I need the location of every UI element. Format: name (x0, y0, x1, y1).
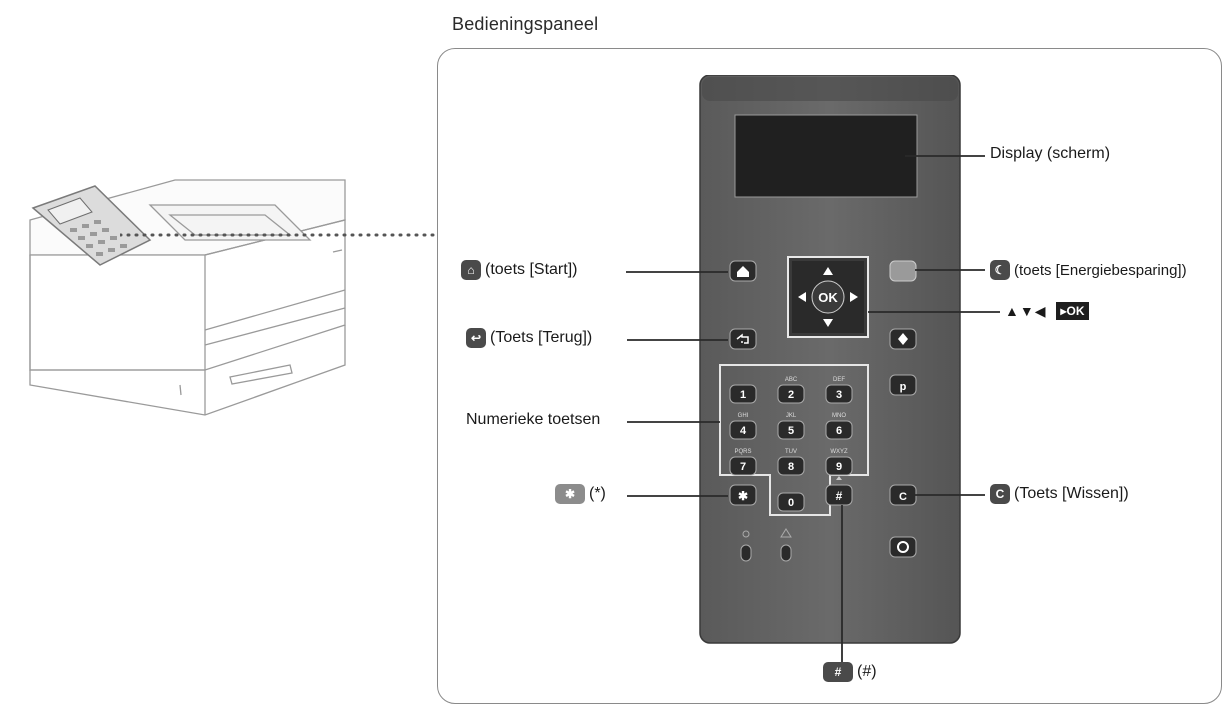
numeric-key[interactable]: 5 JKL (777, 413, 805, 440)
label-back: ↩ (Toets [Terug]) (466, 328, 592, 348)
operation-panel: OK p 1 2 ABC 3 DEF 4 GHI 5 JKL 6 MNO 7 PQRS 8 TUV 9 WXYZ… (699, 75, 961, 644)
numeric-key-letters: WXYZ (830, 449, 848, 455)
numeric-key-label: 3 (836, 389, 842, 401)
numeric-key[interactable]: 3 DEF (825, 377, 853, 404)
panel-frame (437, 48, 1222, 704)
home-button[interactable] (729, 260, 757, 282)
numeric-key[interactable]: 8 TUV (777, 449, 805, 476)
panel-title: Bedieningspaneel (452, 14, 599, 34)
numeric-key[interactable]: 4 GHI (729, 413, 757, 440)
label-start: ⌂ (toets [Start]) (461, 260, 577, 280)
arrow-pad[interactable]: OK (787, 256, 869, 338)
numeric-key-letters: JKL (786, 413, 797, 419)
numeric-key-label: 8 (788, 461, 794, 473)
numeric-key-letters: MNO (832, 413, 846, 419)
numeric-key-label: 0 (788, 497, 794, 509)
moon-icon: ☾ (990, 260, 1010, 280)
label-arrows: ▲▼◀ ▸OK (1005, 302, 1089, 320)
numeric-key-label: 4 (740, 425, 747, 437)
label-hash: # (#) (823, 662, 877, 682)
label-clear: C (Toets [Wissen]) (990, 484, 1129, 504)
back-icon: ↩ (466, 328, 486, 348)
ok-key-label: OK (818, 290, 838, 305)
svg-text:C: C (899, 491, 907, 503)
numeric-key[interactable]: 2 ABC (777, 377, 805, 404)
numeric-key-label: 7 (740, 461, 746, 473)
numeric-key-letters: DEF (833, 377, 845, 383)
dotted-connector (120, 233, 440, 237)
numeric-key[interactable]: 0 (777, 492, 805, 512)
numeric-key[interactable]: 9 WXYZ (825, 449, 853, 476)
right-key-2[interactable]: p (889, 374, 917, 396)
label-display: Display (scherm) (990, 145, 1111, 162)
hash-key[interactable]: # (825, 476, 853, 506)
display-screen (734, 114, 918, 198)
stop-key[interactable] (889, 536, 917, 558)
numeric-key-label: 5 (788, 425, 794, 437)
svg-text:p: p (900, 381, 907, 393)
numeric-key-label: 1 (740, 389, 746, 401)
hash-icon: # (823, 662, 853, 682)
svg-text:#: # (836, 489, 843, 503)
numeric-key[interactable]: 6 MNO (825, 413, 853, 440)
numeric-key-letters: ABC (785, 377, 798, 383)
star-icon: ✱ (555, 484, 585, 504)
printer-illustration (29, 179, 346, 416)
numeric-key-label: 9 (836, 461, 842, 473)
label-numeric: Numerieke toetsen (466, 411, 601, 428)
numeric-key-letters: GHI (738, 413, 749, 419)
numeric-keypad: 1 2 ABC 3 DEF 4 GHI 5 JKL 6 MNO 7 PQRS 8 TUV 9 WXYZ 0 (729, 377, 853, 512)
numeric-key[interactable]: 1 (729, 384, 757, 404)
error-indicator (780, 528, 792, 562)
home-icon: ⌂ (461, 260, 481, 280)
label-energy: ☾ (toets [Energiebesparing]) (990, 260, 1187, 280)
svg-text:✱: ✱ (738, 489, 748, 503)
back-button[interactable] (729, 328, 757, 350)
numeric-key[interactable]: 7 PQRS (729, 449, 757, 476)
ok-icon: ▸OK (1056, 302, 1089, 320)
star-key[interactable]: ✱ (729, 484, 757, 506)
energy-save-button[interactable] (889, 260, 917, 282)
clear-key[interactable]: C (889, 484, 917, 506)
label-asterisk: ✱ (*) (555, 484, 606, 504)
numeric-key-letters: TUV (785, 449, 797, 455)
numeric-key-letters: PQRS (734, 449, 751, 455)
clear-icon: C (990, 484, 1010, 504)
data-indicator (740, 530, 752, 562)
right-key-1[interactable] (889, 328, 917, 350)
numeric-key-label: 6 (836, 425, 842, 437)
numeric-key-label: 2 (788, 389, 794, 401)
